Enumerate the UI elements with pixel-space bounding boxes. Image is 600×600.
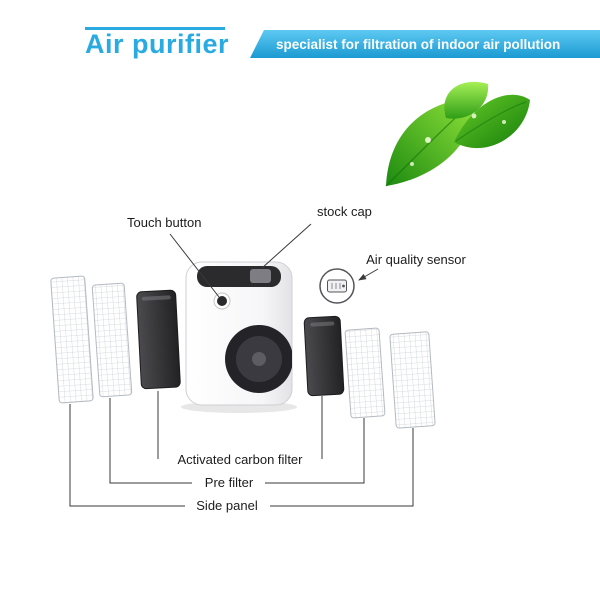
water-droplet xyxy=(471,113,477,119)
pre-filter-left xyxy=(91,282,133,398)
tagline-banner: specialist for filtration of indoor air … xyxy=(250,30,600,58)
pre-filter-right xyxy=(344,327,386,419)
title-topline xyxy=(85,27,225,30)
cap-detail xyxy=(250,269,271,283)
sidepanel-bracket-right xyxy=(270,428,414,507)
side-panel-left xyxy=(50,275,94,404)
pre-filter-label: Pre filter xyxy=(204,475,254,490)
page-title: Air purifier xyxy=(85,29,230,59)
side-panel-label: Side panel xyxy=(196,498,258,513)
fan-hub xyxy=(252,352,266,366)
prefilter-bracket-right xyxy=(265,418,365,484)
activated-carbon-filter-label: Activated carbon filter xyxy=(177,452,303,467)
stock-cap-label: stock cap xyxy=(317,204,372,219)
leader-lines xyxy=(69,223,414,507)
leaf-top xyxy=(444,81,489,119)
purifier-body xyxy=(185,261,293,406)
touch-button-label: Touch button xyxy=(127,215,202,230)
prefilter-bracket-left xyxy=(109,398,192,484)
carbon-filter-left xyxy=(136,289,181,390)
touch-button-dot xyxy=(217,296,227,306)
stock-cap-line xyxy=(261,223,312,269)
carbon-filter-right xyxy=(303,315,345,397)
touch-button-line xyxy=(169,233,220,298)
sidepanel-bracket-left xyxy=(69,404,185,507)
side-panel-right xyxy=(389,331,436,429)
air-quality-sensor-label: Air quality sensor xyxy=(366,252,466,267)
tagline-text: specialist for filtration of indoor air … xyxy=(276,36,561,52)
sensor-arrow xyxy=(358,268,379,281)
leaves-graphic xyxy=(385,81,530,187)
water-droplet xyxy=(425,137,431,143)
water-droplet xyxy=(410,162,414,166)
air-quality-sensor-magnifier xyxy=(319,268,355,304)
leaf-vein xyxy=(455,101,527,142)
water-droplet xyxy=(502,120,506,124)
